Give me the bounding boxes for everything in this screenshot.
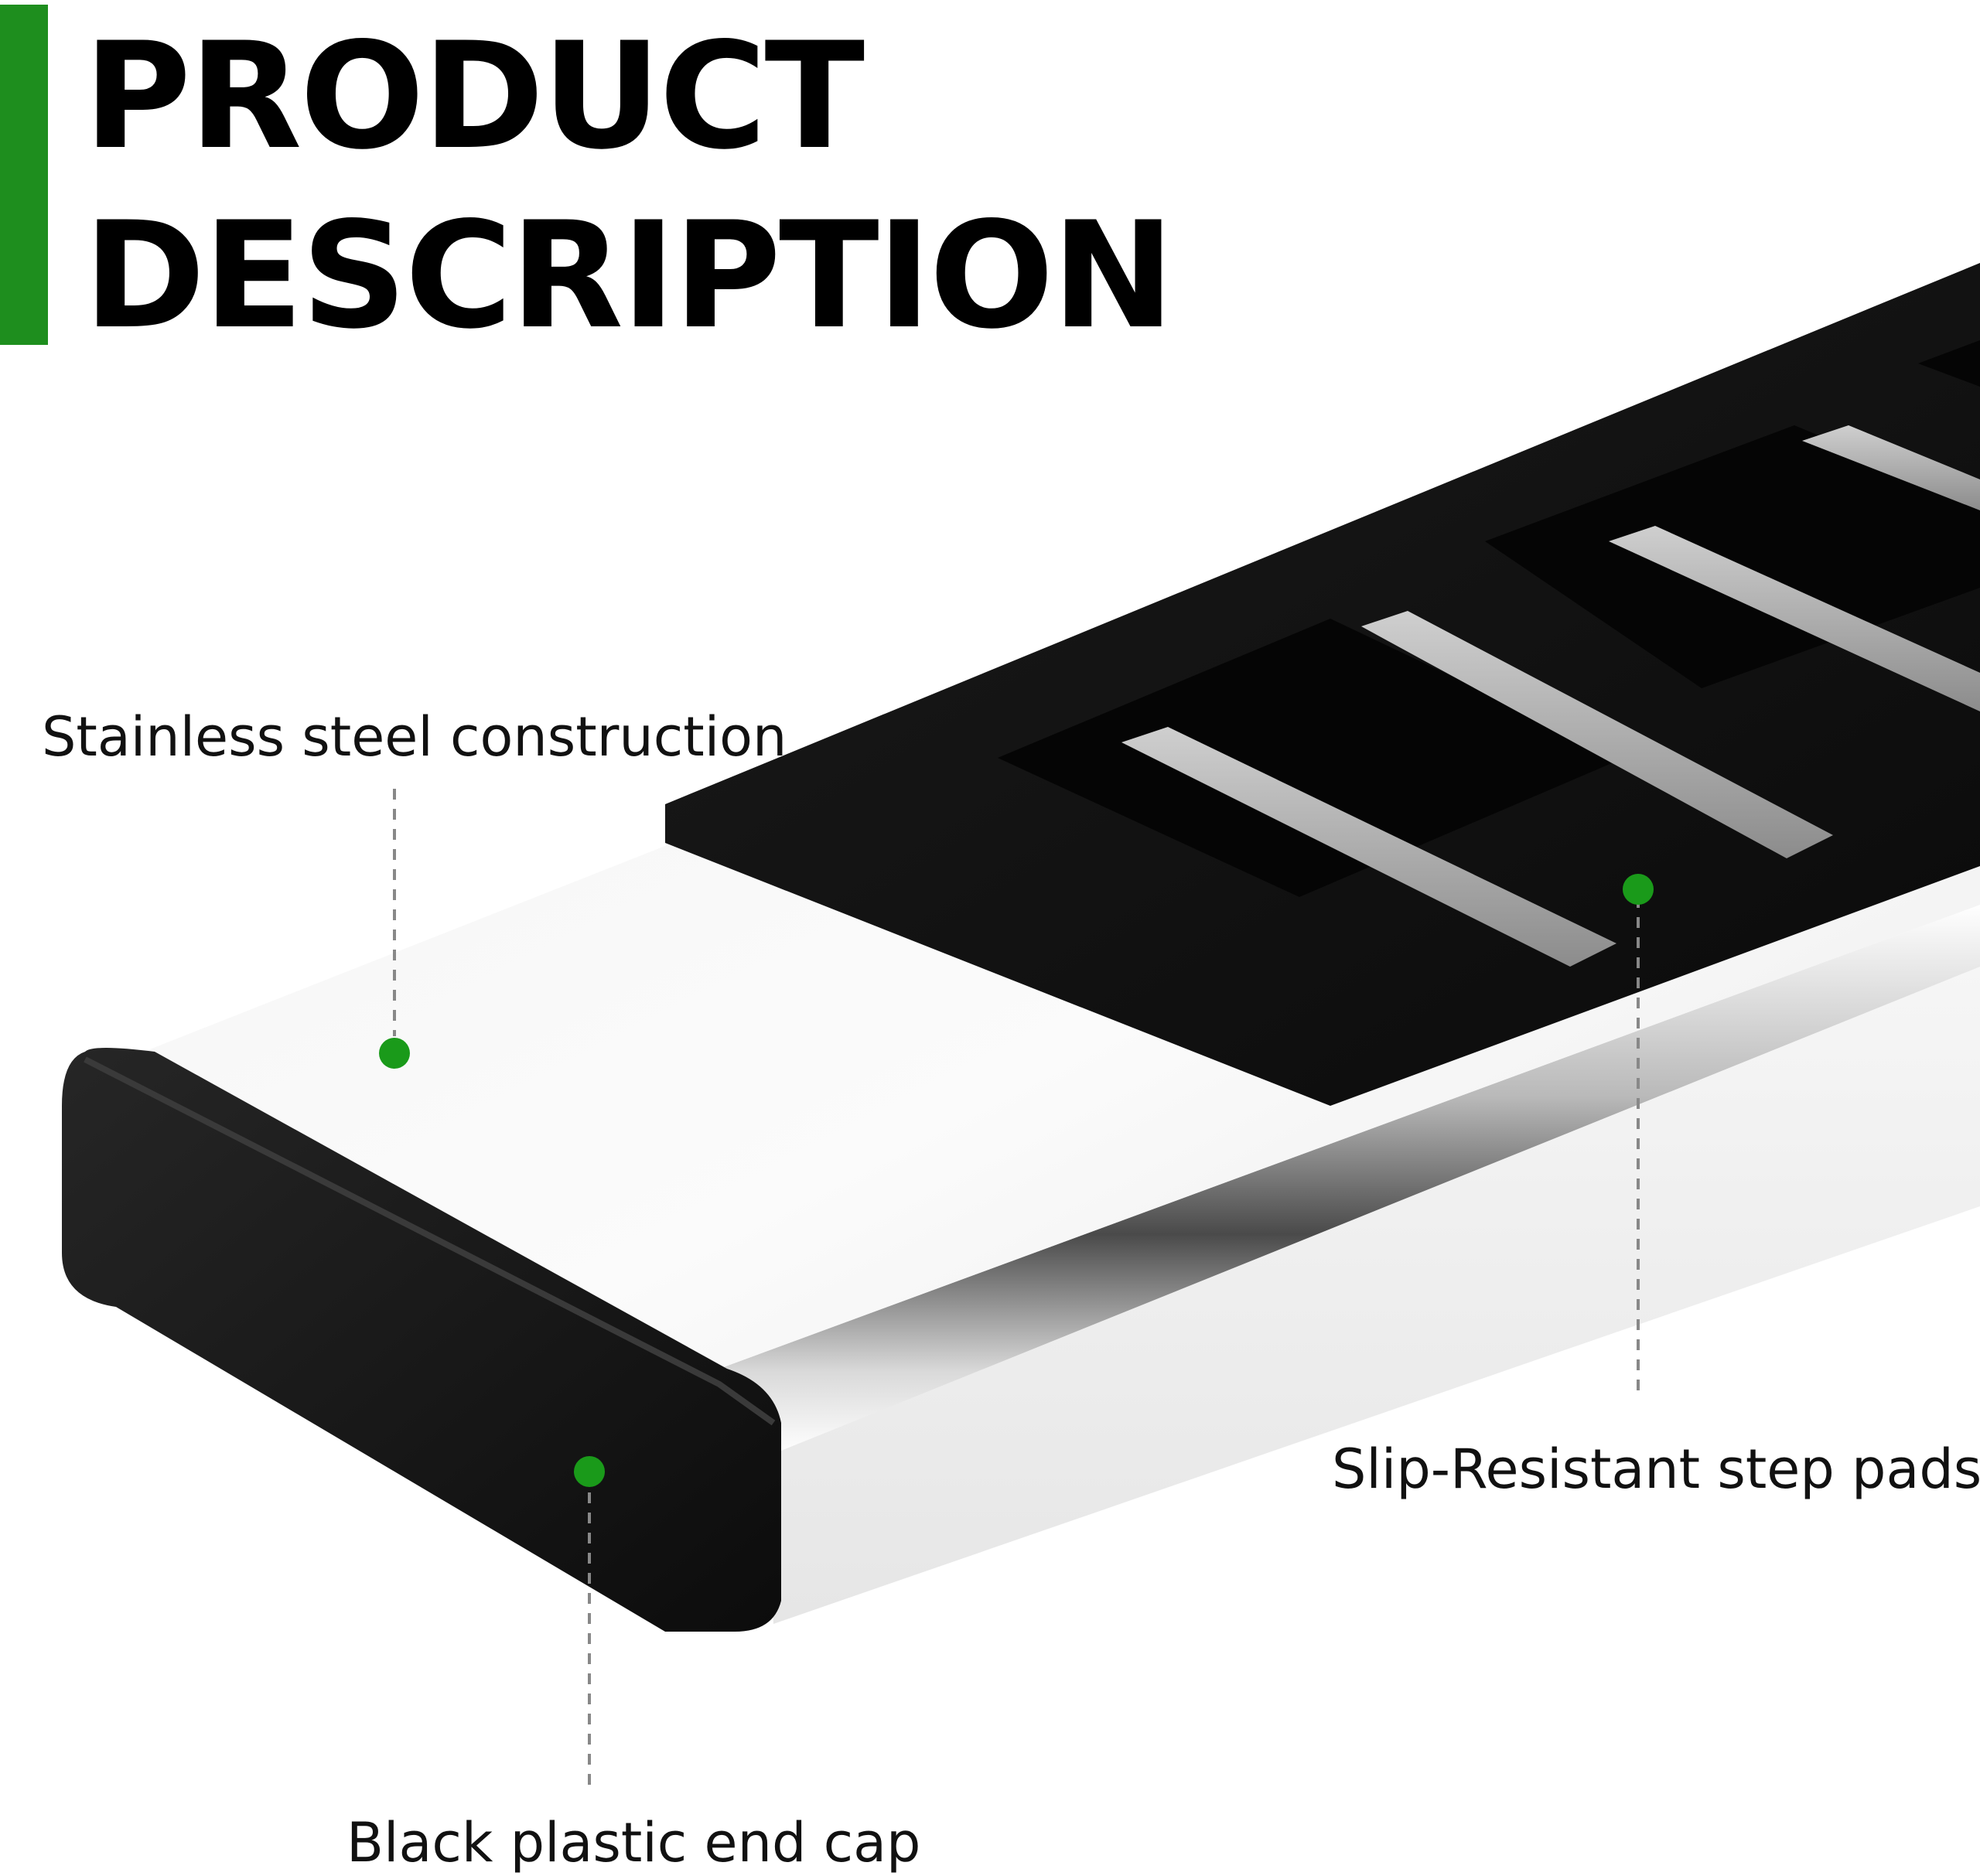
marker-dot-cap [574, 1456, 605, 1487]
accent-bar [0, 5, 48, 345]
callout-stainless-steel: Stainless steel construction [42, 705, 787, 769]
title-line-product: PRODUCT [84, 11, 865, 182]
end-cap-highlight [84, 1056, 776, 1426]
board-side-face [758, 912, 1980, 1624]
callout-end-cap: Black plastic end cap [346, 1811, 921, 1874]
step-pad-recess-3 [1918, 340, 1980, 387]
callout-step-pads: Slip-Resistant step pads [1332, 1438, 1980, 1501]
pad-strip-1 [1121, 727, 1616, 967]
title-line-description: DESCRIPTION [84, 190, 1175, 361]
step-pad-recess-1 [998, 619, 1624, 897]
marker-dot-pads [1623, 874, 1654, 905]
marker-dot-steel [379, 1038, 410, 1069]
board-chrome-edge [719, 905, 1980, 1454]
pad-strip-2 [1361, 611, 1833, 858]
pad-strip-3 [1609, 526, 1980, 711]
pad-strip-4 [1802, 425, 1980, 510]
end-cap [62, 1048, 781, 1632]
